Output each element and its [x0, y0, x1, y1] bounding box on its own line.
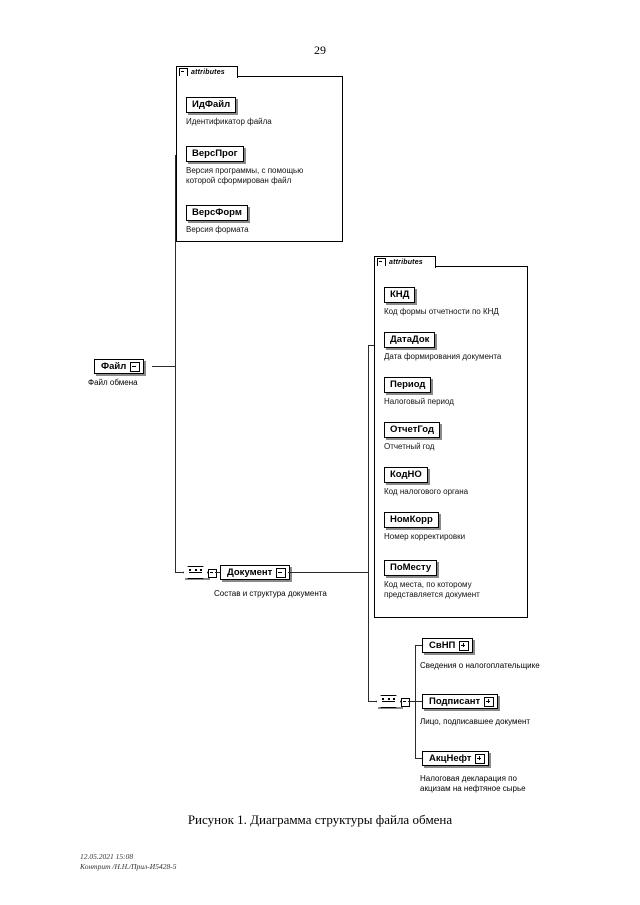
attribute-idfayl-description: Идентификатор файла	[186, 117, 272, 126]
connector-file-trunk	[175, 155, 176, 573]
page-footer: 12.05.2021 15:08 Контрит /Н.Н./Прил-И542…	[80, 852, 176, 872]
sequence-connector-stub[interactable]	[401, 697, 410, 707]
attributes-tab-document[interactable]: attributes	[374, 256, 436, 268]
attribute-knd-description: Код формы отчетности по КНД	[384, 307, 499, 316]
attribute-pomestu-description: Код места, по которому представляется до…	[384, 580, 480, 599]
sequence-node-document[interactable]	[376, 694, 410, 709]
plus-expander-icon[interactable]	[459, 640, 470, 651]
connector-file-stub	[152, 366, 176, 367]
attribute-knd-chip[interactable]: КНД	[384, 287, 416, 303]
attributes-tab-label: attributes	[191, 69, 225, 76]
attribute-otchetgod-description: Отчетный год	[384, 442, 435, 451]
connector-to-svnp	[415, 645, 423, 646]
connector-document-trunk	[368, 345, 369, 702]
sequence-shadow	[185, 578, 210, 580]
attribute-datadok[interactable]: ДатаДок Дата формирования документа	[384, 329, 501, 362]
attribute-versprog-chip[interactable]: ВерсПрог	[186, 146, 244, 162]
node-dokument-description: Состав и структура документа	[214, 589, 327, 598]
node-podpisant-label: Подписант	[429, 695, 481, 707]
connector-to-akcneft	[415, 758, 423, 759]
node-fayl-label: Файл	[101, 360, 127, 372]
node-podpisant[interactable]: Подписант	[422, 694, 499, 709]
attribute-versform-description: Версия формата	[186, 225, 249, 234]
sequence-dots-icon	[189, 569, 202, 574]
attribute-kodno-description: Код налогового органа	[384, 487, 469, 496]
connector-file-to-document	[175, 572, 183, 573]
attribute-idfayl-chip[interactable]: ИдФайл	[186, 97, 237, 113]
attributes-box-document: attributes КНД Код формы отчетности по К…	[374, 256, 528, 618]
connector-to-podpisant	[415, 701, 423, 702]
attribute-versprog-description: Версия программы, с помощью которой сфор…	[186, 166, 304, 185]
attribute-kodno-chip[interactable]: КодНО	[384, 467, 428, 483]
node-akcneft-description: Налоговая декларация по акцизам на нефтя…	[420, 774, 526, 793]
node-fayl-description: Файл обмена	[88, 378, 138, 387]
page-number: 29	[314, 43, 326, 57]
connector-document-to-children	[368, 701, 376, 702]
node-svnp-description: Сведения о налогоплательщике	[420, 661, 540, 670]
attribute-nomkorr-chip[interactable]: НомКорр	[384, 512, 439, 528]
sequence-shadow	[378, 707, 403, 709]
node-akcneft[interactable]: АкцНефт	[422, 751, 490, 766]
connector-children-stub	[408, 701, 416, 702]
sequence-icon	[183, 566, 208, 579]
attribute-versform[interactable]: ВерсФорм Версия формата	[186, 202, 249, 235]
sequence-dots-icon	[382, 698, 395, 703]
node-podpisant-description: Лицо, подписавшее документ	[420, 717, 531, 726]
attribute-period-description: Налоговый период	[384, 397, 454, 406]
minus-expander-icon[interactable]	[130, 361, 141, 372]
attribute-pomestu-chip[interactable]: ПоМесту	[384, 560, 438, 576]
attribute-versform-chip[interactable]: ВерсФорм	[186, 205, 248, 221]
attributes-box-file: attributes ИдФайл Идентификатор файла Ве…	[176, 66, 343, 242]
attribute-datadok-chip[interactable]: ДатаДок	[384, 332, 436, 348]
node-fayl[interactable]: Файл	[94, 359, 145, 374]
connector-document-attributes	[368, 345, 378, 346]
figure-caption: Рисунок 1. Диаграмма структуры файла обм…	[187, 812, 453, 827]
node-svnp[interactable]: СвНП	[422, 638, 474, 653]
attribute-nomkorr[interactable]: НомКорр Номер корректировки	[384, 509, 465, 542]
connector-sequence-to-document	[215, 572, 221, 573]
attribute-knd[interactable]: КНД Код формы отчетности по КНД	[384, 284, 499, 317]
sequence-node-file[interactable]	[183, 565, 217, 580]
sequence-connector-stub[interactable]	[208, 568, 217, 578]
node-svnp-label: СвНП	[429, 639, 456, 651]
attributes-tab-label: attributes	[389, 259, 423, 266]
sequence-icon	[376, 695, 401, 708]
attribute-period-chip[interactable]: Период	[384, 377, 432, 393]
connector-document-stub	[288, 572, 369, 573]
attribute-versprog[interactable]: ВерсПрог Версия программы, с помощью кот…	[186, 143, 303, 186]
tab-mask	[177, 76, 237, 78]
footer-reference: Контрит /Н.Н./Прил-И5428-5	[80, 862, 177, 871]
plus-expander-icon[interactable]	[475, 753, 486, 764]
attribute-kodno[interactable]: КодНО Код налогового органа	[384, 464, 468, 497]
attribute-period[interactable]: Период Налоговый период	[384, 374, 454, 407]
node-dokument[interactable]: Документ	[220, 565, 291, 580]
node-dokument-label: Документ	[227, 566, 273, 578]
attribute-datadok-description: Дата формирования документа	[384, 352, 502, 361]
plus-expander-icon[interactable]	[484, 696, 495, 707]
minus-expander-icon[interactable]	[276, 567, 287, 578]
attribute-otchetgod-chip[interactable]: ОтчетГод	[384, 422, 440, 438]
footer-timestamp: 12.05.2021 15:08	[80, 852, 134, 861]
attribute-pomestu[interactable]: ПоМесту Код места, по которому представл…	[384, 557, 480, 600]
attribute-otchetgod[interactable]: ОтчетГод Отчетный год	[384, 419, 440, 452]
node-akcneft-label: АкцНефт	[429, 752, 472, 764]
attribute-idfayl[interactable]: ИдФайл Идентификатор файла	[186, 94, 272, 127]
tab-mask	[375, 266, 435, 268]
attribute-nomkorr-description: Номер корректировки	[384, 532, 466, 541]
